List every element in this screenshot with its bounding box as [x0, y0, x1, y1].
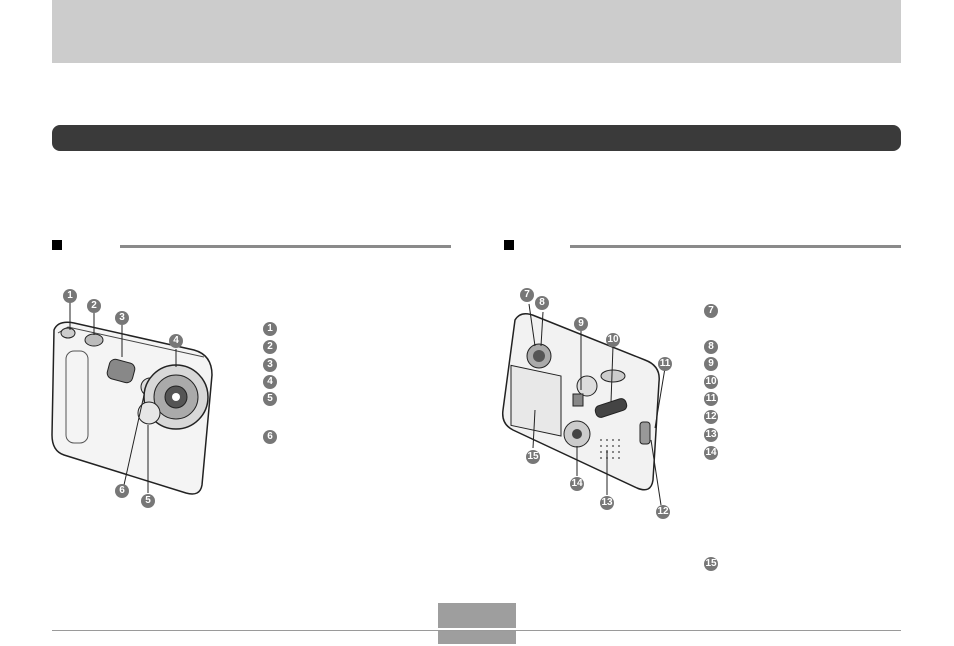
back-heading-marker	[504, 240, 514, 250]
back-callout-7: 7	[520, 288, 534, 302]
list-marker-number: 7	[708, 305, 714, 316]
front-heading-marker	[52, 240, 62, 250]
back-callout-13: 13	[600, 496, 614, 510]
page-number-box-bottom	[438, 631, 516, 644]
callout-number: 10	[607, 334, 619, 345]
front-list-marker-5: 5	[263, 392, 277, 406]
list-marker-number: 1	[267, 323, 273, 334]
front-callout-6: 6	[115, 484, 129, 498]
callout-number: 12	[657, 506, 669, 517]
header-band	[52, 0, 901, 63]
list-marker-number: 12	[705, 411, 717, 422]
front-callout-1: 1	[63, 289, 77, 303]
list-marker-number: 5	[267, 393, 273, 404]
list-marker-number: 15	[705, 558, 717, 569]
back-list-marker-9: 9	[704, 357, 718, 371]
callout-number: 5	[145, 495, 151, 506]
front-camera-illustration	[51, 302, 213, 495]
front-callout-4: 4	[169, 334, 183, 348]
callout-number: 1	[67, 290, 73, 301]
back-list-marker-11: 11	[704, 392, 718, 406]
back-callout-11: 11	[658, 357, 672, 371]
page-number-box-top	[438, 603, 516, 628]
page-number-box	[438, 603, 516, 644]
back-callout-8: 8	[535, 296, 549, 310]
back-camera-illustration	[501, 303, 666, 506]
callout-number: 15	[527, 451, 539, 462]
list-marker-number: 11	[705, 393, 717, 404]
list-marker-number: 3	[267, 359, 273, 370]
back-list-marker-7: 7	[704, 304, 718, 318]
callout-number: 7	[524, 289, 530, 300]
back-list-marker-12: 12	[704, 410, 718, 424]
callout-number: 11	[659, 358, 671, 369]
list-marker-number: 14	[705, 447, 717, 458]
front-list-marker-3: 3	[263, 358, 277, 372]
callout-number: 6	[119, 485, 125, 496]
list-marker-number: 13	[705, 429, 717, 440]
callout-number: 2	[91, 300, 97, 311]
callout-number: 14	[571, 478, 583, 489]
front-callout-3: 3	[115, 311, 129, 325]
front-list-marker-2: 2	[263, 340, 277, 354]
callout-number: 3	[119, 312, 125, 323]
callout-number: 8	[539, 297, 545, 308]
front-callout-2: 2	[87, 299, 101, 313]
list-marker-number: 4	[267, 376, 273, 387]
back-heading-rule	[570, 245, 901, 248]
back-callout-9: 9	[574, 317, 588, 331]
front-list-marker-4: 4	[263, 375, 277, 389]
back-list-marker-13: 13	[704, 428, 718, 442]
footer-rule	[52, 630, 901, 631]
back-callout-15: 15	[526, 450, 540, 464]
callout-number: 9	[578, 318, 584, 329]
front-heading-rule	[120, 245, 451, 248]
back-list-marker-15: 15	[704, 557, 718, 571]
back-callout-12: 12	[656, 505, 670, 519]
front-callout-5: 5	[141, 494, 155, 508]
list-marker-number: 2	[267, 341, 273, 352]
back-callout-10: 10	[606, 333, 620, 347]
back-list-marker-10: 10	[704, 375, 718, 389]
list-marker-number: 10	[705, 376, 717, 387]
callout-number: 13	[601, 497, 613, 508]
list-marker-number: 9	[708, 358, 714, 369]
callout-number: 4	[173, 335, 179, 346]
back-callout-14: 14	[570, 477, 584, 491]
front-list-marker-6: 6	[263, 430, 277, 444]
back-list-marker-8: 8	[704, 340, 718, 354]
section-title-bar	[52, 125, 901, 151]
back-list-marker-14: 14	[704, 446, 718, 460]
list-marker-number: 8	[708, 341, 714, 352]
front-list-marker-1: 1	[263, 322, 277, 336]
list-marker-number: 6	[267, 431, 273, 442]
